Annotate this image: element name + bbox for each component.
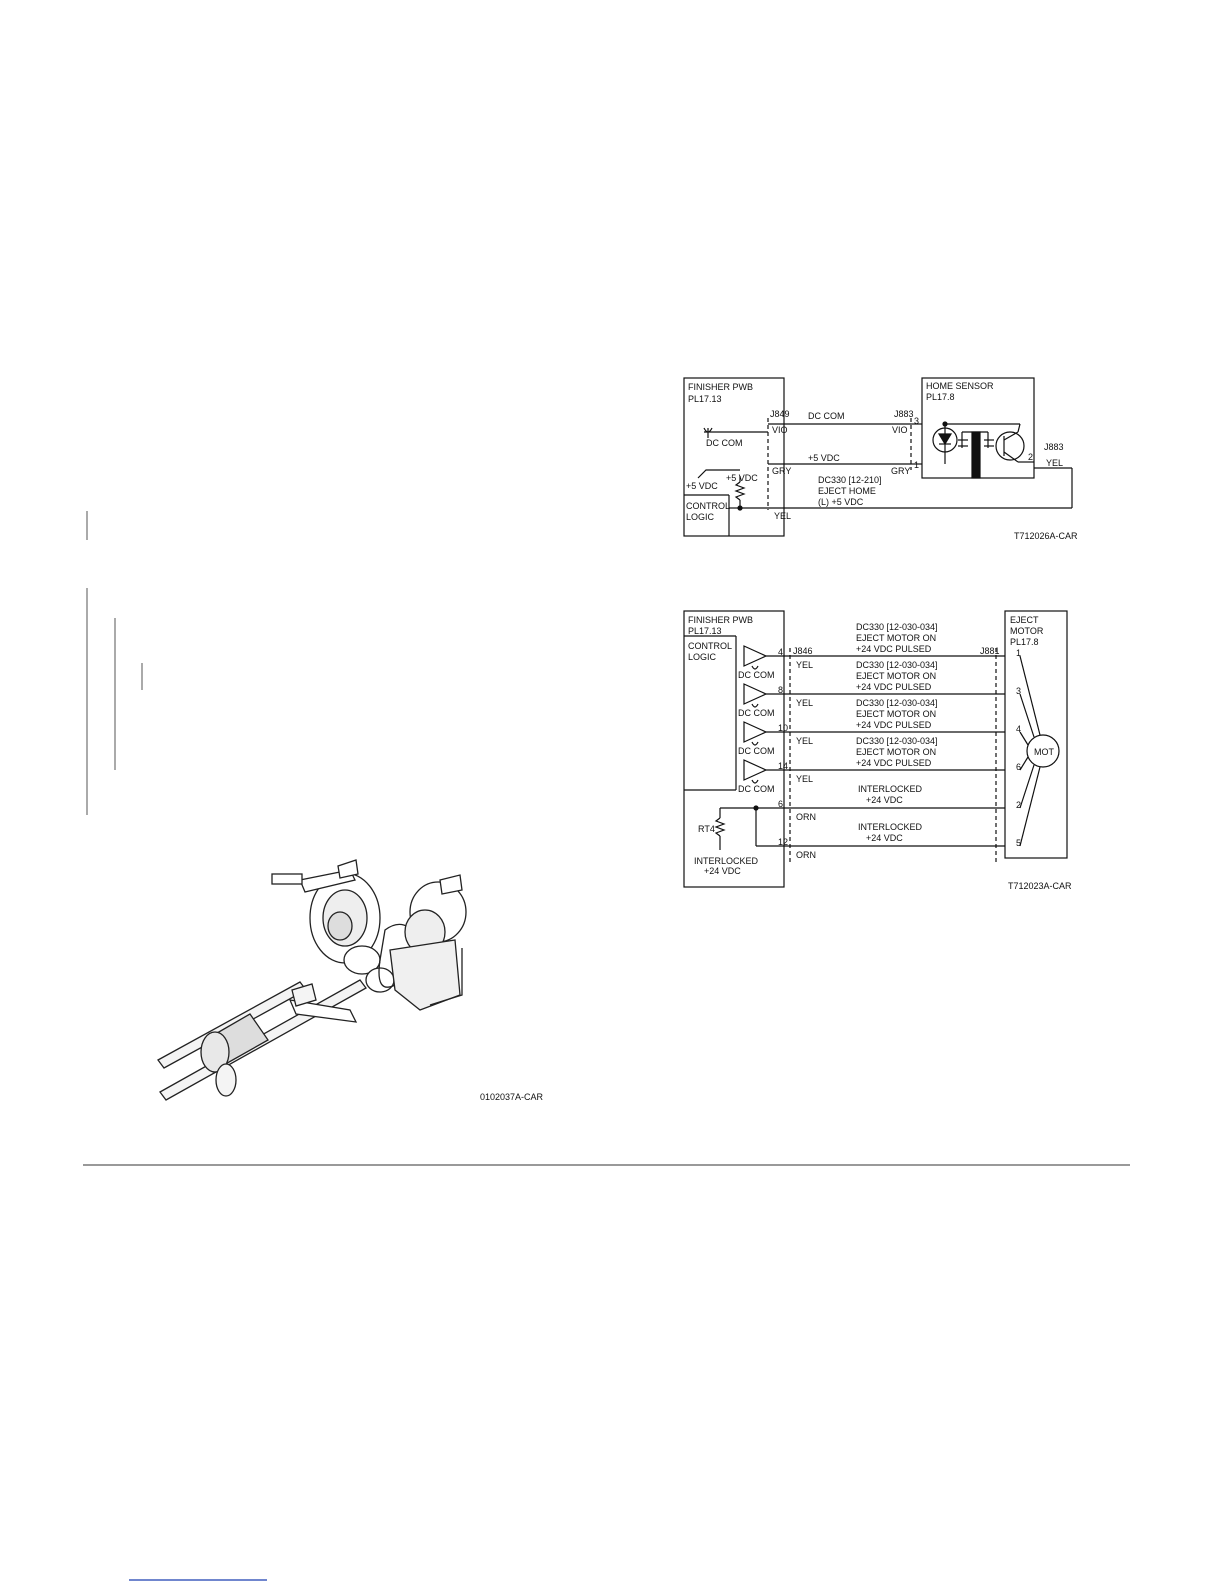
- d1-pwb-pl: PL17.13: [688, 394, 722, 404]
- d2-pwb-title: FINISHER PWB: [688, 615, 753, 625]
- power-wire-color: ORN: [796, 812, 816, 822]
- d2-motor-l2: MOTOR: [1010, 626, 1044, 636]
- d2-motor-pl: PL17.8: [1010, 637, 1039, 647]
- d1-j883-right: J883: [1044, 442, 1064, 452]
- d1-j883-top: J883: [894, 409, 914, 419]
- d2-j881: J881: [980, 646, 1000, 656]
- d1-plus5-pullup: +5 VDC: [726, 473, 758, 483]
- d1-pwb-title: FINISHER PWB: [688, 382, 753, 392]
- drive-pin-right: 3: [1016, 686, 1021, 696]
- drive-signal-l2: EJECT MOTOR ON: [856, 747, 936, 757]
- drive-signal-l1: DC330 [12-030-034]: [856, 660, 938, 670]
- d2-interlocked-left: INTERLOCKED: [694, 856, 759, 866]
- d2-rt4: RT4: [698, 824, 715, 834]
- drive-signal-l2: EJECT MOTOR ON: [856, 671, 936, 681]
- power-signal-l1: INTERLOCKED: [858, 784, 923, 794]
- drive-dc-com-label: DC COM: [738, 708, 775, 718]
- eject-motor-labels: FINISHER PWB PL17.13 CONTROL LOGIC EJECT…: [688, 615, 1072, 891]
- d2-logic: LOGIC: [688, 652, 717, 662]
- drive-wire-color: YEL: [796, 736, 813, 746]
- d1-logic: LOGIC: [686, 512, 715, 522]
- d1-j849: J849: [770, 409, 790, 419]
- drive-signal-l3: +24 VDC PULSED: [856, 758, 932, 768]
- d1-signal-l1: DC330 [12-210]: [818, 475, 882, 485]
- drive-dc-com-label: DC COM: [738, 670, 775, 680]
- change-bars: [86, 511, 143, 815]
- d2-figure-id: T712023A-CAR: [1008, 881, 1072, 891]
- eject-motor-circuit-diagram: [683, 610, 1068, 888]
- drive-pin-left: 14: [778, 761, 788, 771]
- power-pin-left: 12: [778, 837, 788, 847]
- drive-wire-color: YEL: [796, 698, 813, 708]
- drive-pin-right: 1: [1016, 648, 1021, 658]
- d1-plus5-line: +5 VDC: [808, 453, 840, 463]
- home-sensor-labels: FINISHER PWB PL17.13 HOME SENSOR PL17.8 …: [686, 381, 1078, 541]
- power-signal-l2: +24 VDC: [866, 795, 903, 805]
- drive-pin-left: 4: [778, 647, 783, 657]
- drive-dc-com-label: DC COM: [738, 784, 775, 794]
- d1-yel-right: YEL: [1046, 458, 1063, 468]
- d1-control: CONTROL: [686, 501, 730, 511]
- power-signal-l1: INTERLOCKED: [858, 822, 923, 832]
- power-wire-color: ORN: [796, 850, 816, 860]
- drive-pin-right: 4: [1016, 724, 1021, 734]
- home-sensor-circuit-diagram: [683, 377, 1073, 537]
- d1-sensor-pl: PL17.8: [926, 392, 955, 402]
- drive-pin-left: 8: [778, 685, 783, 695]
- drive-signal-l1: DC330 [12-030-034]: [856, 622, 938, 632]
- d1-dc-com-line: DC COM: [808, 411, 845, 421]
- drive-pin-right: 6: [1016, 762, 1021, 772]
- power-pin-right: 2: [1016, 800, 1021, 810]
- d1-pin2: 2: [1028, 452, 1033, 462]
- d1-figure-id: T712026A-CAR: [1014, 531, 1078, 541]
- d2-plus24-left: +24 VDC: [704, 866, 741, 876]
- d1-dc-com-gnd: DC COM: [706, 438, 743, 448]
- drive-signal-l2: EJECT MOTOR ON: [856, 709, 936, 719]
- power-pin-left: 6: [778, 799, 783, 809]
- d1-vio-left: VIO: [772, 425, 788, 435]
- illustration-figure-id: 0102037A-CAR: [480, 1092, 544, 1102]
- d1-yel-bottom: YEL: [774, 511, 791, 521]
- power-pin-right: 5: [1016, 838, 1021, 848]
- d1-gry-left: GRY: [772, 466, 791, 476]
- eject-motor-assembly-illustration: [157, 859, 467, 1101]
- d2-mot: MOT: [1034, 747, 1054, 757]
- d1-pin3: 3: [914, 416, 919, 426]
- d1-vio-right: VIO: [892, 425, 908, 435]
- d1-signal-l2: EJECT HOME: [818, 486, 876, 496]
- d1-plus5-left: +5 VDC: [686, 481, 718, 491]
- d1-gry-right: GRY: [891, 466, 910, 476]
- d1-signal-l3: (L) +5 VDC: [818, 497, 864, 507]
- drive-signal-l3: +24 VDC PULSED: [856, 720, 932, 730]
- d2-j846: J846: [793, 646, 813, 656]
- drive-wire-color: YEL: [796, 774, 813, 784]
- d2-pwb-pl: PL17.13: [688, 626, 722, 636]
- drive-signal-l3: +24 VDC PULSED: [856, 682, 932, 692]
- drive-wire-color: YEL: [796, 660, 813, 670]
- d2-motor-l1: EJECT: [1010, 615, 1039, 625]
- d2-control: CONTROL: [688, 641, 732, 651]
- drive-dc-com-label: DC COM: [738, 746, 775, 756]
- drive-signal-l3: +24 VDC PULSED: [856, 644, 932, 654]
- drive-signal-l2: EJECT MOTOR ON: [856, 633, 936, 643]
- d1-pin1: 1: [914, 460, 919, 470]
- drive-signal-l1: DC330 [12-030-034]: [856, 736, 938, 746]
- drive-pin-left: 10: [778, 723, 788, 733]
- power-signal-l2: +24 VDC: [866, 833, 903, 843]
- d1-sensor-title: HOME SENSOR: [926, 381, 994, 391]
- drive-signal-l1: DC330 [12-030-034]: [856, 698, 938, 708]
